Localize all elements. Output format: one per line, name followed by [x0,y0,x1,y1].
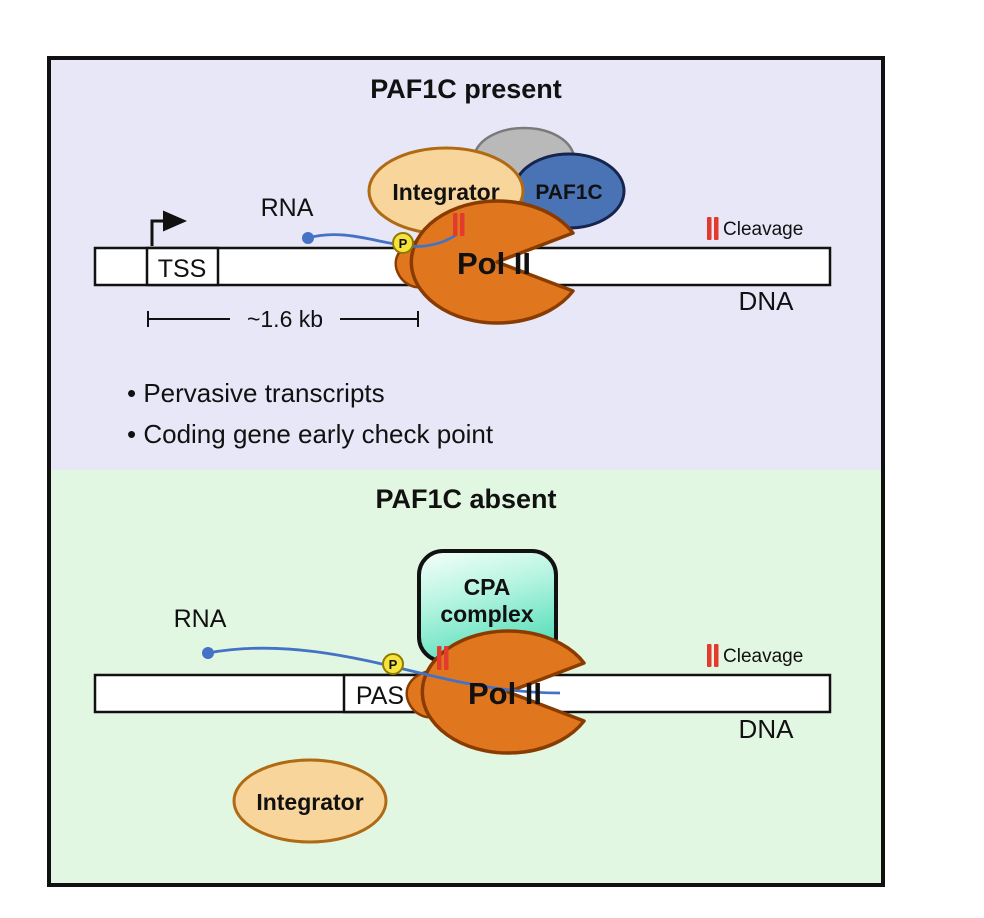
cleavage-label-bottom: Cleavage [723,646,803,667]
rna-5prime-dot-top [302,232,314,244]
phospho-icon-top [392,232,414,254]
integrator-oval-bottom [232,758,388,844]
rna-label-top: RNA [261,194,314,222]
cleavage-label-top: Cleavage [723,219,803,240]
pol2-body-bottom [420,629,586,755]
figure-border [47,56,885,887]
tss-label: TSS [158,255,207,283]
distance-measure [147,311,419,327]
cpa-label-line2: complex [440,601,534,627]
bullet-pervasive-transcripts: • Pervasive transcripts [127,378,385,408]
rna-label-bottom: RNA [174,605,227,633]
bottom-panel-title: PAF1C absent [375,484,556,514]
phospho-icon-bottom [382,653,404,675]
pol2-label-top: Pol II [457,246,531,281]
phospho-label-top: P [399,236,408,251]
top-panel-title: PAF1C present [370,74,562,104]
tss-arrow-icon [150,210,187,246]
bullet-coding-gene-checkpoint: • Coding gene early check point [127,419,494,449]
cleavage-mark-icon-top-legend [707,217,719,240]
rna-strand-bottom [207,646,561,695]
pas-label: PAS [356,682,404,710]
cleavage-mark-icon-bottom-rna [437,646,449,670]
rna-strand-top [307,233,457,248]
integrator-label-bottom: Integrator [256,789,363,815]
distance-label: ~1.6 kb [247,306,323,332]
phospho-label-bottom: P [389,657,398,672]
cleavage-mark-icon-bottom-legend [707,644,719,667]
cpa-label-line1: CPA [464,574,511,600]
pol2-body-top [409,199,575,325]
pol2-label-bottom: Pol II [468,676,542,711]
dna-label-bottom: DNA [739,714,795,744]
dna-label-top: DNA [739,286,795,316]
rna-5prime-dot-bottom [202,647,214,659]
pas-box [342,673,419,714]
tss-box [145,246,220,287]
paf1c-label: PAF1C [535,181,602,204]
cleavage-mark-icon-top-rna [453,213,465,236]
